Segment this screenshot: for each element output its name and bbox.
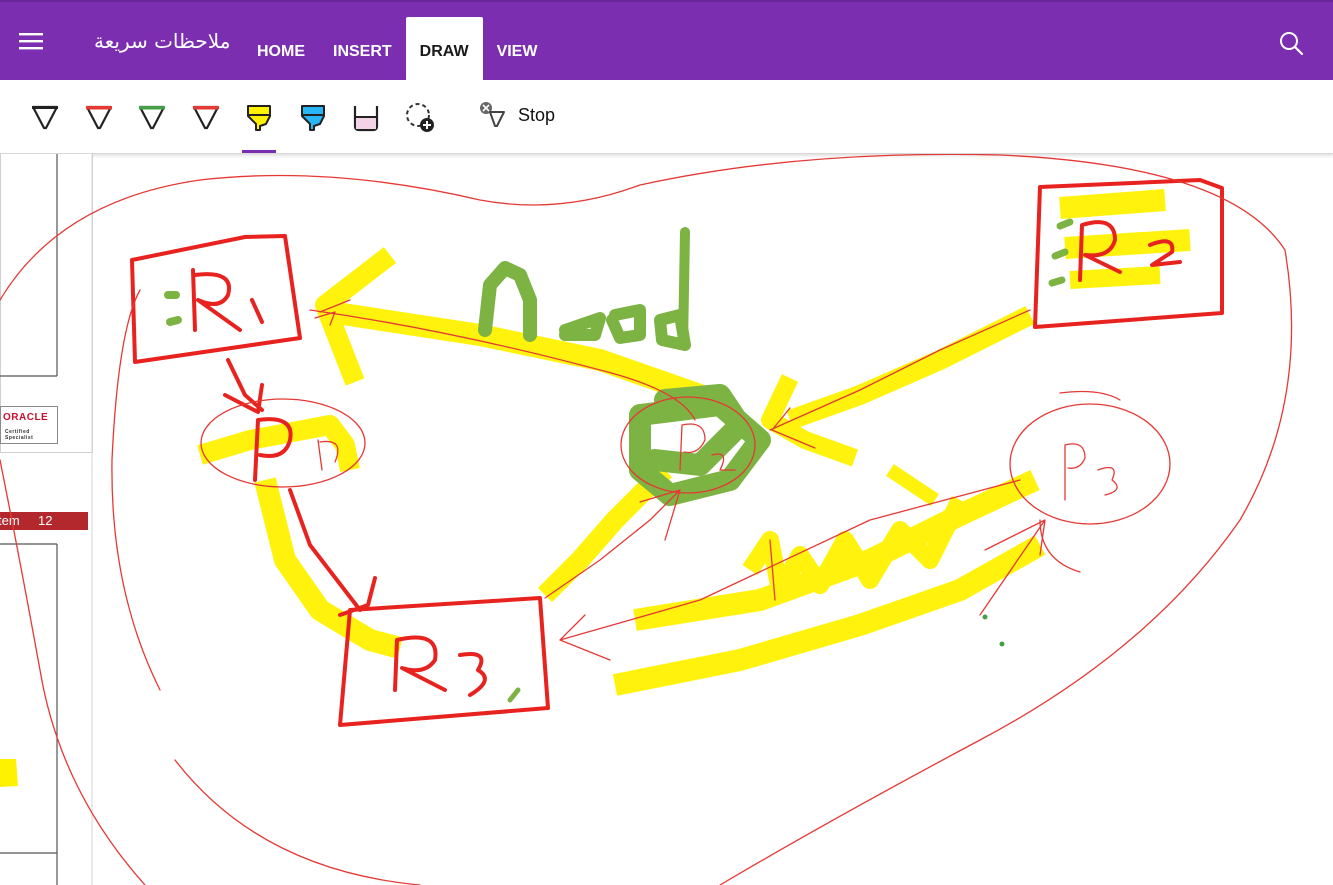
- selected-tool-indicator: [242, 150, 276, 153]
- embedded-page-thumbnail: [0, 154, 93, 453]
- draw-toolbar: Stop: [0, 80, 1333, 154]
- ribbon-tabs: HOME INSERT DRAW VIEW: [243, 17, 551, 82]
- hamburger-menu-icon[interactable]: [14, 24, 48, 58]
- embedded-page-lines: [0, 154, 93, 885]
- oracle-badge: ORACLE Certified Specialist: [0, 406, 58, 444]
- ink-drawing: [0, 154, 1293, 885]
- oracle-badge-subtext: Certified Specialist: [5, 429, 34, 441]
- tab-draw[interactable]: DRAW: [405, 17, 483, 82]
- stop-inking-icon[interactable]: [474, 98, 508, 136]
- app-bar: ملاحظات سريعة HOME INSERT DRAW VIEW: [0, 0, 1333, 82]
- yellow-highlighter-icon[interactable]: [242, 98, 276, 136]
- red-pen-2-icon[interactable]: [189, 98, 223, 136]
- item-label: tem: [0, 513, 20, 528]
- cyan-highlighter-icon[interactable]: [296, 98, 330, 136]
- tab-home[interactable]: HOME: [257, 42, 305, 60]
- lasso-add-icon[interactable]: [403, 98, 437, 136]
- oracle-badge-text: ORACLE: [3, 412, 49, 423]
- note-canvas[interactable]: ORACLE Certified Specialist tem 12: [0, 154, 1333, 885]
- embedded-pages: ORACLE Certified Specialist tem 12: [0, 154, 94, 885]
- red-pen-icon[interactable]: [82, 98, 116, 136]
- eraser-icon[interactable]: [349, 98, 383, 136]
- black-pen-icon[interactable]: [28, 98, 62, 136]
- tab-insert[interactable]: INSERT: [333, 42, 392, 60]
- search-icon[interactable]: [1276, 29, 1306, 59]
- item-number: 12: [38, 513, 53, 528]
- item-header-bar: tem 12: [0, 512, 88, 530]
- stop-button[interactable]: Stop: [518, 105, 556, 125]
- app-title: ملاحظات سريعة: [94, 29, 231, 53]
- green-pen-icon[interactable]: [135, 98, 169, 136]
- tab-view[interactable]: VIEW: [496, 42, 538, 60]
